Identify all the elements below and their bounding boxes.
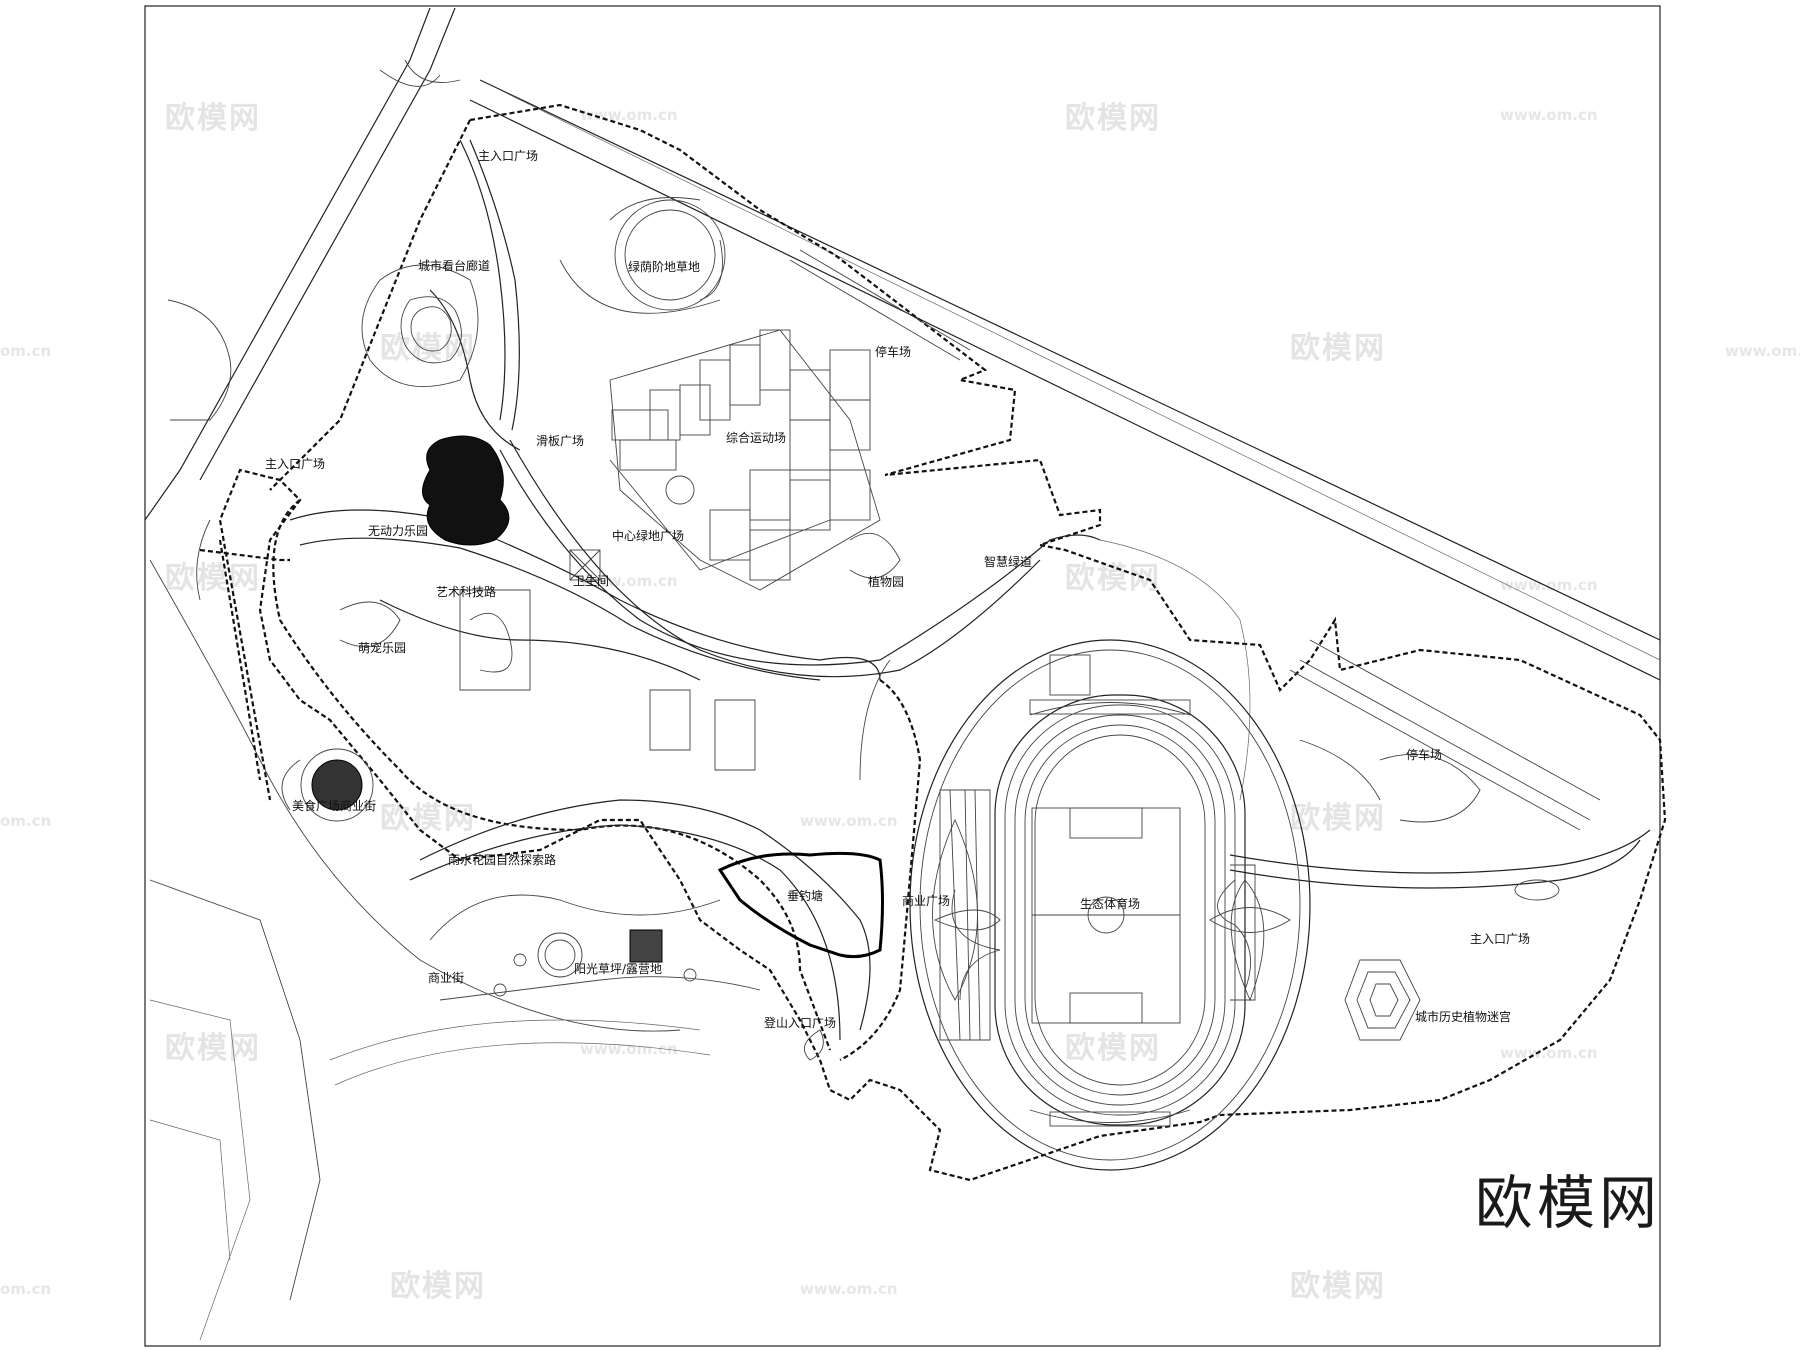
parking-strips xyxy=(789,249,1601,831)
label-wisdom-greenway: 智慧绿道 xyxy=(984,554,1032,569)
inner-dashed-path xyxy=(839,679,922,1061)
label-sunlight-lawn: 阳光草坪/露营地 xyxy=(574,962,662,976)
label-green-step-lawn: 绿荫阶地草地 xyxy=(628,259,700,274)
inner-dashed-path xyxy=(272,499,832,1051)
watermark-url: www.om.cn xyxy=(1500,106,1598,124)
label-pet-park: 萌宠乐园 xyxy=(358,640,406,655)
site-boundary xyxy=(199,103,1667,1182)
watermark-url: om.cn xyxy=(0,812,51,830)
label-toilet: 卫生间 xyxy=(573,574,609,588)
unpowered-park-blob xyxy=(422,435,510,546)
watermark-layer: 欧模网 www.om.cn 欧模网 www.om.cn om.cn 欧模网 欧模… xyxy=(0,101,1800,1304)
label-mountain-entrance: 登山入口广场 xyxy=(764,1015,836,1030)
label-food-plaza: 美食广场商业街 xyxy=(292,798,376,813)
food-plaza-circle xyxy=(281,748,374,822)
watermark-brand: 欧模网 xyxy=(380,801,476,836)
brand-logo: 欧模网 xyxy=(1475,1169,1661,1237)
watermark-url: www.om.cn xyxy=(1725,342,1800,360)
watermark-brand: 欧模网 xyxy=(390,1269,486,1304)
watermark-brand: 欧模网 xyxy=(165,101,261,136)
label-main-entrance-plaza-right: 主入口广场 xyxy=(1470,932,1530,946)
watermark-url: www.om.cn xyxy=(580,106,678,124)
city-viewing-corridor xyxy=(361,264,479,388)
label-main-entrance-plaza-top: 主入口广场 xyxy=(478,149,538,163)
green-step-lawn xyxy=(559,197,726,314)
watermark-url: www.om.cn xyxy=(580,572,678,590)
history-maze xyxy=(1344,879,1560,1041)
label-sports-field: 综合运动场 xyxy=(726,430,786,445)
watermark-url: www.om.cn xyxy=(1500,576,1598,594)
map-labels: 主入口广场 城市看台廊道 绿荫阶地草地 停车场 主入口广场 滑板广场 综合运动场… xyxy=(265,149,1530,1030)
label-commercial-plaza: 商业广场 xyxy=(902,893,950,908)
label-unpowered-park: 无动力乐园 xyxy=(368,524,428,538)
watermark-url: www.om.cn xyxy=(800,1280,898,1298)
fishing-pond xyxy=(717,851,884,959)
watermark-url: www.om.cn xyxy=(580,1040,678,1058)
watermark-brand: 欧模网 xyxy=(1290,331,1386,366)
watermark-brand: 欧模网 xyxy=(165,1031,261,1066)
watermark-brand: 欧模网 xyxy=(165,561,261,596)
label-skateboard-plaza: 滑板广场 xyxy=(536,434,584,448)
label-city-viewing-corridor: 城市看台廊道 xyxy=(418,258,490,273)
watermark-brand: 欧模网 xyxy=(1065,101,1161,136)
label-commercial-street: 商业街 xyxy=(428,970,464,985)
label-fishing-pond: 垂钓塘 xyxy=(787,888,823,903)
eco-stadium xyxy=(909,639,1311,1171)
label-central-plaza: 中心绿地广场 xyxy=(612,528,684,543)
sunlight-lawn xyxy=(429,894,761,1001)
drawing-frame xyxy=(144,5,1661,1347)
label-rain-garden-road: 雨水花园自然探索路 xyxy=(448,852,556,867)
watermark-url: om.cn xyxy=(0,342,51,360)
watermark-brand: 欧模网 xyxy=(1290,1269,1386,1304)
sports-courts xyxy=(609,329,881,591)
watermark-url: om.cn xyxy=(0,1280,51,1298)
external-roads xyxy=(144,7,1661,1341)
label-main-entrance-plaza-left: 主入口广场 xyxy=(265,457,325,471)
label-botanical-garden: 植物园 xyxy=(868,574,904,589)
label-eco-stadium: 生态体育场 xyxy=(1080,896,1140,911)
watermark-url: www.om.cn xyxy=(1500,1044,1598,1062)
label-parking-right: 停车场 xyxy=(1406,747,1442,762)
watermark-brand: 欧模网 xyxy=(1065,1031,1161,1066)
label-city-history-maze: 城市历史植物迷宫 xyxy=(1415,1009,1511,1024)
label-art-tech-road: 艺术科技路 xyxy=(436,584,496,599)
label-parking-top: 停车场 xyxy=(875,344,911,359)
watermark-brand: 欧模网 xyxy=(1290,801,1386,836)
garden-shapes xyxy=(196,519,1481,1061)
watermark-url: www.om.cn xyxy=(800,812,898,830)
